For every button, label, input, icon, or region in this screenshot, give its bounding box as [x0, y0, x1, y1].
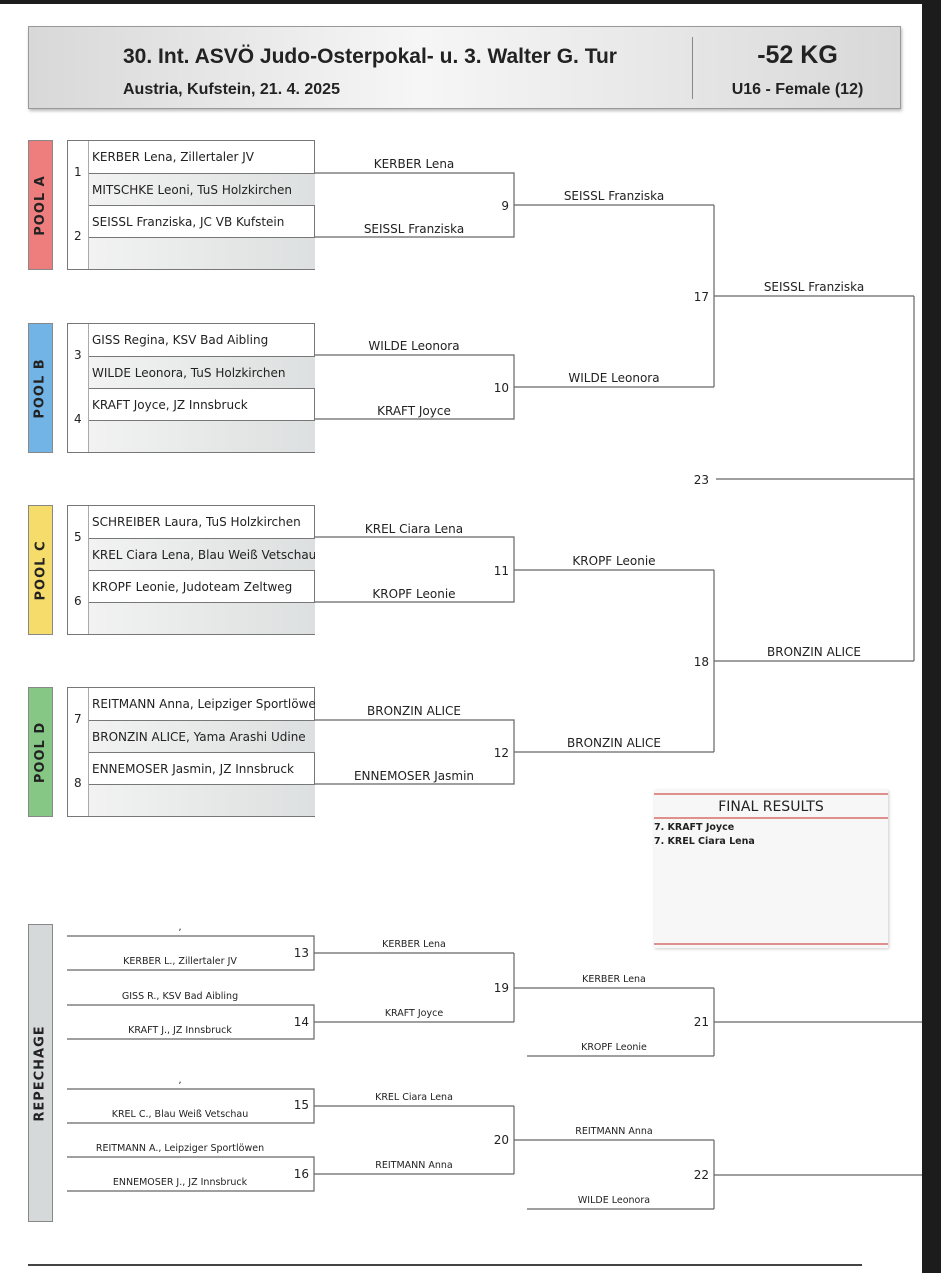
winner-label: KREL Ciara Lena: [364, 522, 464, 536]
competitor-slot: KROPF Leonie, Judoteam Zeltweg: [89, 570, 315, 602]
repechage-label-text: REPECHAGE: [33, 1024, 48, 1122]
match-number: 16: [293, 1167, 309, 1181]
fight-number: 8: [74, 776, 82, 790]
match-number: 13: [293, 946, 309, 960]
competitor-slot: MITSCHKE Leoni, TuS Holzkirchen: [89, 173, 315, 205]
competitor-slot: SCHREIBER Laura, TuS Holzkirchen: [92, 515, 301, 529]
competitor-slot: [89, 784, 315, 816]
competitor-slot: [89, 602, 315, 634]
repechage-entry: ,: [178, 922, 182, 933]
competitor-slot: REITMANN Anna, Leipziger Sportlöwen: [92, 697, 315, 711]
competitor-slot: ENNEMOSER Jasmin, JZ Innsbruck: [89, 752, 315, 784]
repechage-winner: REITMANN Anna: [375, 1160, 453, 1171]
fight-number: 7: [74, 712, 82, 726]
repechage-entry: KERBER L., Zillertaler JV: [123, 956, 237, 967]
fight-number: 6: [74, 594, 82, 608]
final-results-title: FINAL RESULTS: [654, 793, 888, 819]
winner-label: BRONZIN ALICE: [767, 645, 861, 659]
repechage-entry: GISS R., KSV Bad Aibling: [121, 991, 239, 1002]
winner-label: WILDE Leonora: [368, 339, 460, 353]
match-number: 14: [293, 1015, 309, 1029]
fight-number: 1: [74, 165, 82, 179]
repechage-winner: KREL Ciara Lena: [375, 1092, 453, 1103]
result-entry: 7. KRAFT Joyce: [654, 822, 735, 833]
pool-label: POOL C: [28, 505, 53, 635]
repechage-winner: KERBER Lena: [382, 939, 446, 950]
match-number: 20: [493, 1133, 509, 1147]
pool-box: 1 KERBER Lena, Zillertaler JV MITSCHKE Leo…: [67, 140, 315, 270]
tournament-title: 30. Int. ASVÖ Judo-Osterpokal- u. 3. Wal…: [123, 45, 617, 68]
repechage-winner: KROPF Leonie: [581, 1042, 647, 1053]
pool-label-text: POOL C: [33, 540, 49, 600]
winner-label: SEISSL Franziska: [563, 189, 665, 203]
weight-class: -52 KG: [757, 41, 838, 69]
repechage-winner: KRAFT Joyce: [384, 1008, 444, 1019]
winner-label: KROPF Leonie: [372, 587, 456, 601]
match-number: 21: [693, 1015, 709, 1029]
competitor-slot: BRONZIN ALICE, Yama Arashi Udine: [89, 720, 315, 752]
result-entry: 7. KREL Ciara Lena: [654, 836, 755, 847]
match-number: 19: [493, 981, 509, 995]
competitor-slot: [89, 420, 315, 452]
bracket-sheet: 30. Int. ASVÖ Judo-Osterpokal- u. 3. Wal…: [0, 4, 922, 1273]
winner-label: BRONZIN ALICE: [567, 736, 661, 750]
final-results-panel: FINAL RESULTS 7. KRAFT Joyce 7. KREL Cia…: [654, 790, 888, 948]
winner-label: SEISSL Franziska: [763, 280, 865, 294]
repechage-winner: WILDE Leonora: [577, 1195, 651, 1206]
tournament-location-date: Austria, Kufstein, 21. 4. 2025: [123, 81, 340, 98]
repechage-entry: KREL C., Blau Weiß Vetschau: [111, 1109, 249, 1120]
pool-label: POOL B: [28, 323, 53, 453]
match-number: 23: [693, 473, 709, 487]
fight-number: 2: [74, 229, 82, 243]
pool-label: POOL D: [28, 687, 53, 817]
repechage-entry: ,: [178, 1075, 182, 1086]
age-category: U16 - Female (12): [731, 81, 864, 98]
pool-label: POOL A: [28, 140, 53, 270]
match-number: 12: [493, 746, 509, 760]
winner-label: KROPF Leonie: [572, 554, 656, 568]
competitor-slot: KREL Ciara Lena, Blau Weiß Vetschau: [89, 538, 315, 570]
match-number: 11: [493, 564, 509, 578]
repechage-winner: KERBER Lena: [582, 974, 646, 985]
fight-number: 3: [74, 348, 82, 362]
repechage-label: REPECHAGE: [28, 924, 53, 1222]
match-number: 22: [693, 1168, 709, 1182]
competitor-slot: SEISSL Franziska, JC VB Kufstein: [89, 205, 315, 237]
repechage-entry: REITMANN A., Leipziger Sportlöwen: [95, 1143, 265, 1154]
winner-label: SEISSL Franziska: [363, 222, 465, 236]
header-divider: [692, 37, 693, 99]
competitor-slot: GISS Regina, KSV Bad Aibling: [92, 333, 269, 347]
match-number: 15: [293, 1098, 309, 1112]
competitor-slot: [89, 237, 315, 269]
winner-label: ENNEMOSER Jasmin: [353, 769, 475, 783]
match-number: 18: [693, 655, 709, 669]
repechage-entry: KRAFT J., JZ Innsbruck: [128, 1025, 232, 1036]
fight-number: 4: [74, 412, 82, 426]
bracket-lines: [28, 172, 922, 1266]
match-number: 9: [501, 199, 509, 213]
match-number: 10: [493, 381, 509, 395]
pool-label-text: POOL D: [33, 721, 49, 783]
pool-label-text: POOL A: [33, 174, 49, 236]
header: 30. Int. ASVÖ Judo-Osterpokal- u. 3. Wal…: [28, 26, 901, 109]
match-number: 17: [693, 290, 709, 304]
winner-label: BRONZIN ALICE: [367, 704, 461, 718]
repechage-entry: ENNEMOSER J., JZ Innsbruck: [112, 1177, 248, 1188]
competitor-slot: WILDE Leonora, TuS Holzkirchen: [89, 356, 315, 388]
competitor-slot: KRAFT Joyce, JZ Innsbruck: [89, 388, 315, 420]
pool-label-text: POOL B: [33, 357, 49, 419]
competitor-slot: KERBER Lena, Zillertaler JV: [92, 150, 255, 164]
winner-label: WILDE Leonora: [568, 371, 660, 385]
winner-label: KRAFT Joyce: [377, 404, 451, 418]
repechage-winner: REITMANN Anna: [575, 1126, 653, 1137]
fight-number: 5: [74, 530, 82, 544]
winner-label: KERBER Lena: [373, 157, 455, 171]
